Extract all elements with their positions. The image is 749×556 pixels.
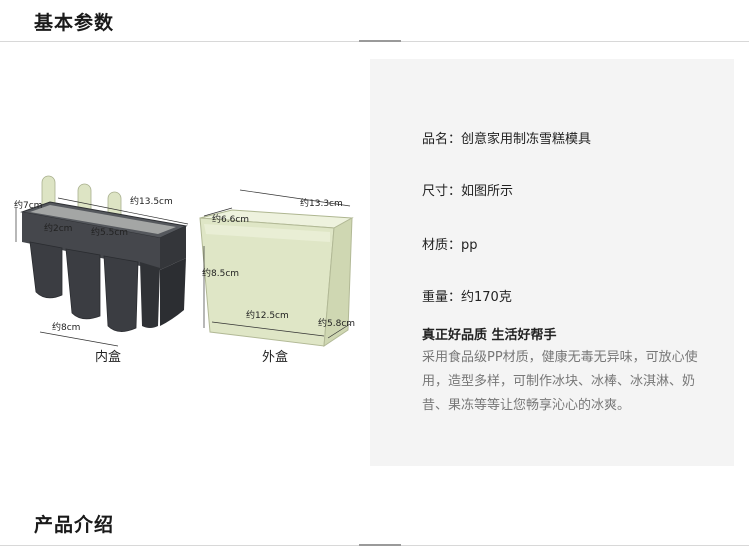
outer-box-caption: 外盒 — [262, 349, 288, 365]
section-title-basic-params: 基本参数 — [34, 12, 115, 34]
inner-box-image — [20, 175, 188, 332]
spec-material: 材质：pp — [422, 238, 478, 253]
inner-dim-depth: 约8cm — [52, 321, 80, 333]
product-figure: 约7cm 约13.5cm 约2cm 约5.5cm 约8cm 内盒 约13.3cm… — [14, 175, 355, 365]
outer-dim-bottom-width: 约12.5cm — [246, 309, 289, 321]
spec-weight: 重量：约170克 — [422, 290, 512, 305]
inner-dim-height: 约7cm — [14, 199, 42, 211]
divider-mark — [359, 544, 401, 546]
spec-size: 尺寸：如图所示 — [422, 184, 514, 199]
outer-dim-height: 约8.5cm — [202, 267, 239, 279]
spec-panel: 品名：创意家用制冻雪糕模具 尺寸：如图所示 材质：pp 重量：约170克 真正好… — [370, 59, 734, 466]
slogan: 真正好品质 生活好帮手 — [422, 328, 557, 343]
product-description: 采用食品级PP材质，健康无毒无异味，可放心使用，造型多样，可制作冰块、冰棒、冰淇… — [422, 350, 698, 413]
section-title-product-intro: 产品介绍 — [34, 514, 115, 536]
outer-box-image — [199, 209, 354, 347]
outer-dim-top-width: 约13.3cm — [300, 197, 343, 209]
inner-box-dim-lines — [15, 197, 189, 347]
outer-dim-top-depth: 约6.6cm — [212, 213, 249, 225]
outer-box-dim-lines — [203, 189, 351, 339]
outer-dim-bottom-depth: 约5.8cm — [318, 317, 355, 329]
inner-dim-side: 约5.5cm — [91, 226, 128, 238]
divider-mark — [359, 40, 401, 42]
spec-name: 品名：创意家用制冻雪糕模具 — [422, 132, 592, 147]
inner-dim-stick: 约2cm — [44, 222, 72, 234]
inner-dim-width: 约13.5cm — [130, 195, 173, 207]
inner-box-caption: 内盒 — [95, 349, 121, 365]
